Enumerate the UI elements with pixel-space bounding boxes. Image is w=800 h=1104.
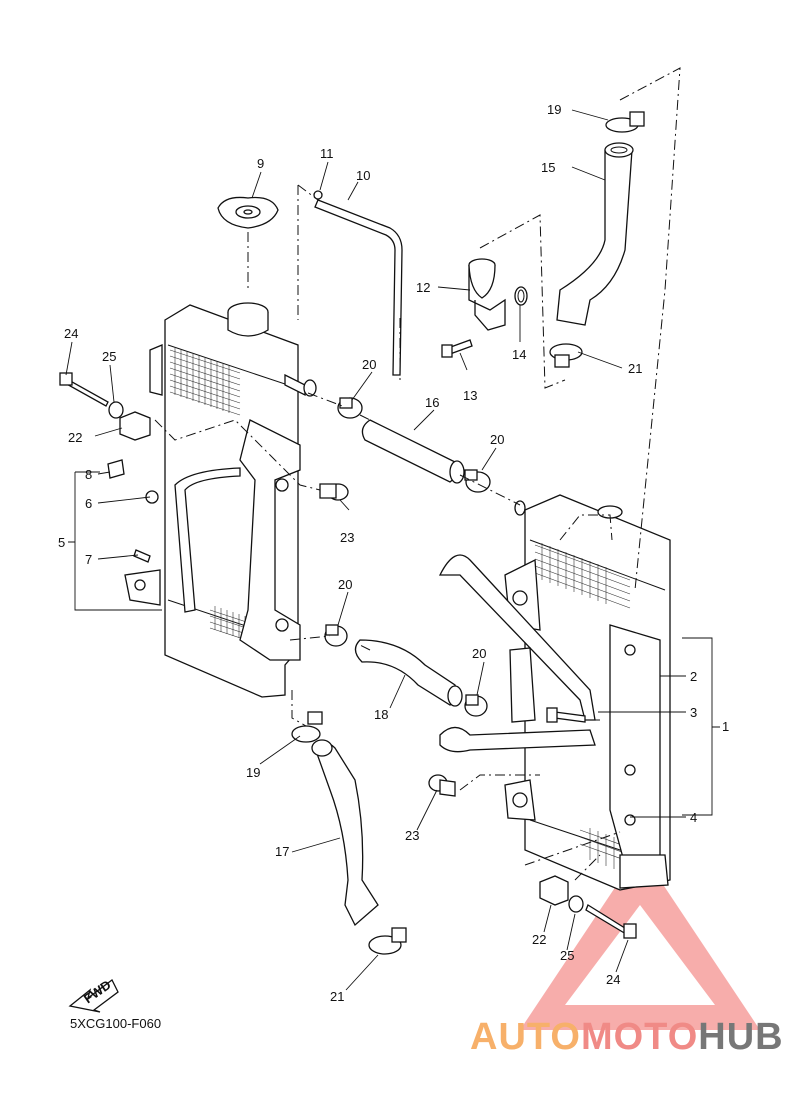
bottom-hose <box>311 739 379 927</box>
callout-20-d: 20 <box>472 646 486 661</box>
watermark-auto: AUTO <box>470 1016 581 1058</box>
callout-24-b: 24 <box>606 972 620 987</box>
radiator-cap <box>217 196 279 229</box>
straight-hose <box>361 419 465 484</box>
callout-4: 4 <box>690 810 697 825</box>
callout-19-top: 19 <box>547 102 561 117</box>
watermark-moto: MOTO <box>580 1016 699 1058</box>
callout-14: 14 <box>512 347 526 362</box>
watermark-text: AUTOMOTOHUB <box>470 1016 784 1059</box>
callout-6: 6 <box>85 496 92 511</box>
left-radiator <box>124 302 317 698</box>
breather-hose <box>313 190 403 376</box>
callout-20-c: 20 <box>338 577 352 592</box>
callout-12: 12 <box>416 280 430 295</box>
callout-19-bottom: 19 <box>246 765 260 780</box>
callout-20-a: 20 <box>362 357 376 372</box>
watermark-hub: HUB <box>698 1016 784 1058</box>
callout-16: 16 <box>425 395 439 410</box>
callout-18: 18 <box>374 707 388 722</box>
drawing-code: 5XCG100-F060 <box>70 1016 162 1031</box>
small-parts-6-7-8 <box>107 459 159 563</box>
hose-clamp-20b <box>464 469 491 493</box>
callout-labels: 1 2 3 4 5 6 7 8 9 10 11 12 13 14 15 16 1… <box>58 102 729 1006</box>
callout-5: 5 <box>58 535 65 550</box>
callout-24-a: 24 <box>64 326 78 341</box>
callout-25-b: 25 <box>560 948 574 963</box>
reference-lines <box>154 67 681 881</box>
callout-10: 10 <box>356 168 370 183</box>
leader-lines <box>65 109 720 991</box>
callout-21-b: 21 <box>330 989 344 1004</box>
hose-clamp-21b <box>368 927 407 955</box>
callout-8: 8 <box>85 467 92 482</box>
callout-17: 17 <box>275 844 289 859</box>
fwd-arrow-icon <box>68 979 119 1013</box>
callout-2: 2 <box>690 669 697 684</box>
callout-21-a: 21 <box>628 361 642 376</box>
callout-23-a: 23 <box>340 530 354 545</box>
hose-clamp-lower <box>291 711 323 743</box>
bolt-3 <box>546 707 586 723</box>
hose-clamp-20d <box>464 694 488 717</box>
callout-13: 13 <box>463 388 477 403</box>
grommet-23a <box>319 483 349 501</box>
upper-hose <box>556 142 634 326</box>
callout-20-b: 20 <box>490 432 504 447</box>
hose-joint <box>441 258 528 358</box>
callout-15: 15 <box>541 160 555 175</box>
callout-1: 1 <box>722 719 729 734</box>
callout-3: 3 <box>690 705 697 720</box>
callout-23-b: 23 <box>405 828 419 843</box>
callout-11: 11 <box>320 146 334 161</box>
lower-hose <box>354 639 463 707</box>
right-mount-hardware <box>539 875 637 939</box>
callout-22-a: 22 <box>68 430 82 445</box>
watermark-triangle <box>520 850 760 1030</box>
hose-clamp-top <box>605 111 645 133</box>
left-mount-hardware <box>59 372 151 441</box>
callout-7: 7 <box>85 552 92 567</box>
hose-clamp-20a <box>337 397 363 419</box>
callout-22-b: 22 <box>532 932 546 947</box>
callout-9: 9 <box>257 156 264 171</box>
grommet-23b <box>428 774 456 797</box>
callout-25-a: 25 <box>102 349 116 364</box>
right-radiator <box>438 494 671 891</box>
hose-clamp-upper <box>549 343 583 368</box>
hose-clamp-20c <box>324 624 348 647</box>
